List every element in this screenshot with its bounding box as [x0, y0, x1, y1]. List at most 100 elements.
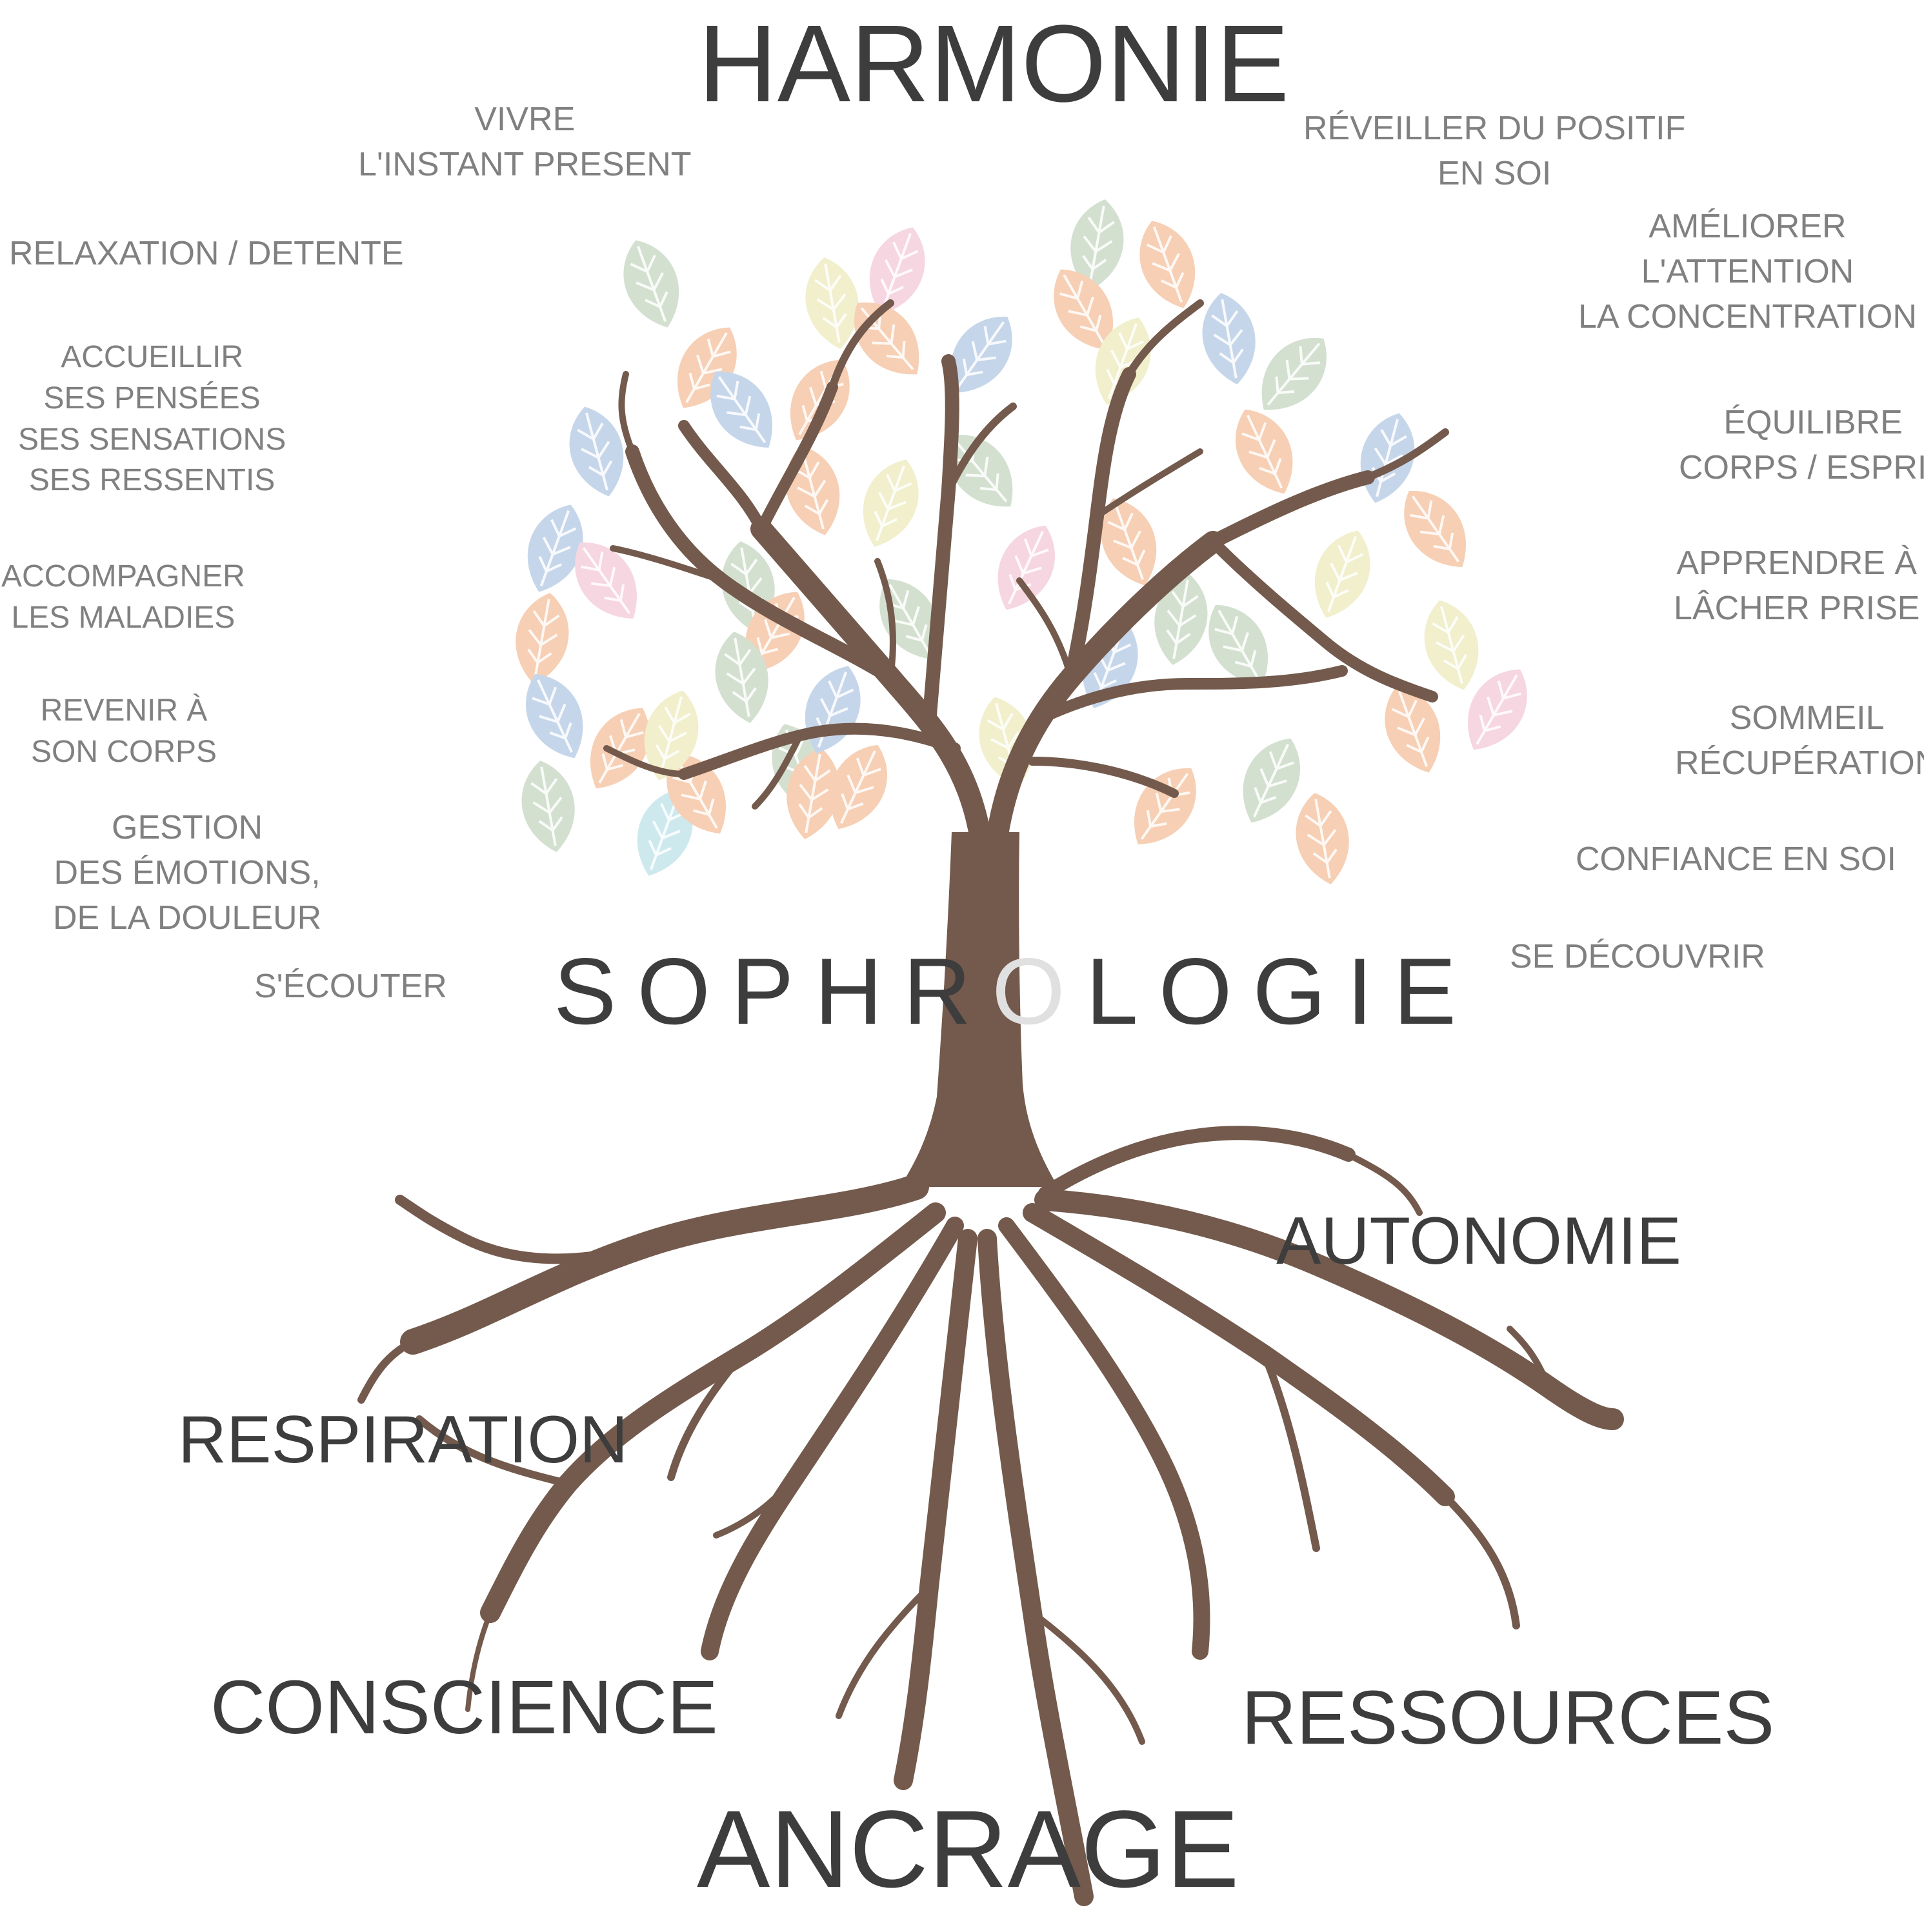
leaf [569, 406, 624, 497]
root [1441, 1493, 1520, 1629]
leaf [950, 317, 1012, 393]
root [998, 1217, 1210, 1660]
root [395, 1195, 650, 1264]
leaf [526, 673, 583, 759]
ressources-label: RESSOURCES [1241, 1675, 1775, 1760]
leaf [997, 525, 1055, 610]
leaf [1134, 768, 1196, 844]
branch [1206, 470, 1375, 549]
root [667, 1351, 746, 1481]
root [1038, 1126, 1356, 1200]
branch [1364, 428, 1449, 481]
leaf [575, 543, 637, 619]
leaf [1261, 337, 1327, 410]
branch [678, 420, 767, 535]
trunk [900, 832, 1058, 1187]
root [1507, 1326, 1552, 1390]
leaf [1070, 199, 1124, 291]
leaf [1296, 793, 1349, 884]
sophrologie-label: SOPHROLOGIE [554, 939, 1478, 1044]
leaf [787, 748, 840, 839]
root [1261, 1351, 1320, 1552]
branch [945, 403, 1017, 494]
leaf [623, 240, 679, 328]
autonomie-label: AUTONOMIE [1276, 1204, 1681, 1279]
tree-foliage [516, 199, 1527, 884]
root [357, 1338, 417, 1404]
leaf [830, 744, 887, 830]
leaf [1385, 685, 1441, 773]
root [836, 1584, 932, 1719]
branch [828, 299, 894, 391]
root [400, 1174, 929, 1355]
conscience-label: CONSCIENCE [210, 1665, 718, 1750]
leaf [1139, 221, 1196, 308]
root [480, 1202, 946, 1623]
leaf [590, 708, 650, 789]
branch [1207, 536, 1438, 702]
ancrage-label: ANCRAGE [697, 1788, 1239, 1911]
leaf [1468, 669, 1527, 750]
leaf [790, 359, 850, 441]
root [701, 1217, 964, 1660]
leaf [521, 761, 575, 852]
leaf [1424, 600, 1479, 690]
leaf [863, 459, 919, 547]
leaf [1054, 269, 1113, 350]
branch [1094, 448, 1203, 519]
root [1029, 1609, 1145, 1745]
sophrologie-highlight-o: O [992, 939, 1086, 1044]
respiration-label: RESPIRATION [178, 1402, 628, 1477]
root [713, 1468, 803, 1539]
leaf [715, 632, 768, 723]
branch [1125, 299, 1204, 378]
branch [1027, 665, 1348, 728]
leaf [1208, 604, 1268, 686]
root [894, 1229, 977, 1790]
leaf [527, 504, 583, 592]
root [1034, 1189, 1624, 1430]
leaf [516, 593, 569, 684]
leaf [1236, 409, 1293, 494]
root [416, 1415, 572, 1488]
root [1345, 1151, 1423, 1216]
branch [922, 354, 959, 730]
benefit-s-ecouter: S'ÉCOUTER [254, 968, 447, 1005]
benefit-confiance: CONFIANCE EN SOI [1576, 841, 1896, 878]
branch [756, 381, 838, 535]
leaf [869, 227, 925, 315]
benefit-relaxation: RELAXATION / DETENTE [9, 235, 404, 272]
branch [874, 558, 896, 681]
branch [610, 545, 726, 584]
leaf [1243, 738, 1300, 823]
leaf [644, 690, 699, 781]
leaf [1202, 293, 1256, 384]
leaf [1314, 530, 1370, 618]
branch [1028, 757, 1179, 798]
branch [1016, 577, 1074, 681]
leaf [710, 372, 772, 448]
leaf [1101, 498, 1157, 586]
branch [603, 745, 687, 777]
root [465, 1610, 493, 1712]
branch [752, 732, 803, 810]
harmonie-title: HARMONIE [698, 3, 1290, 125]
benefit-se-decouvrir: SE DÉCOUVRIR [1510, 938, 1765, 975]
leaf [805, 257, 859, 349]
leaf [1404, 491, 1466, 567]
leaf [1154, 573, 1208, 665]
root [977, 1229, 1094, 1906]
tree-trunk-and-roots [357, 299, 1624, 1906]
branch [618, 371, 636, 455]
